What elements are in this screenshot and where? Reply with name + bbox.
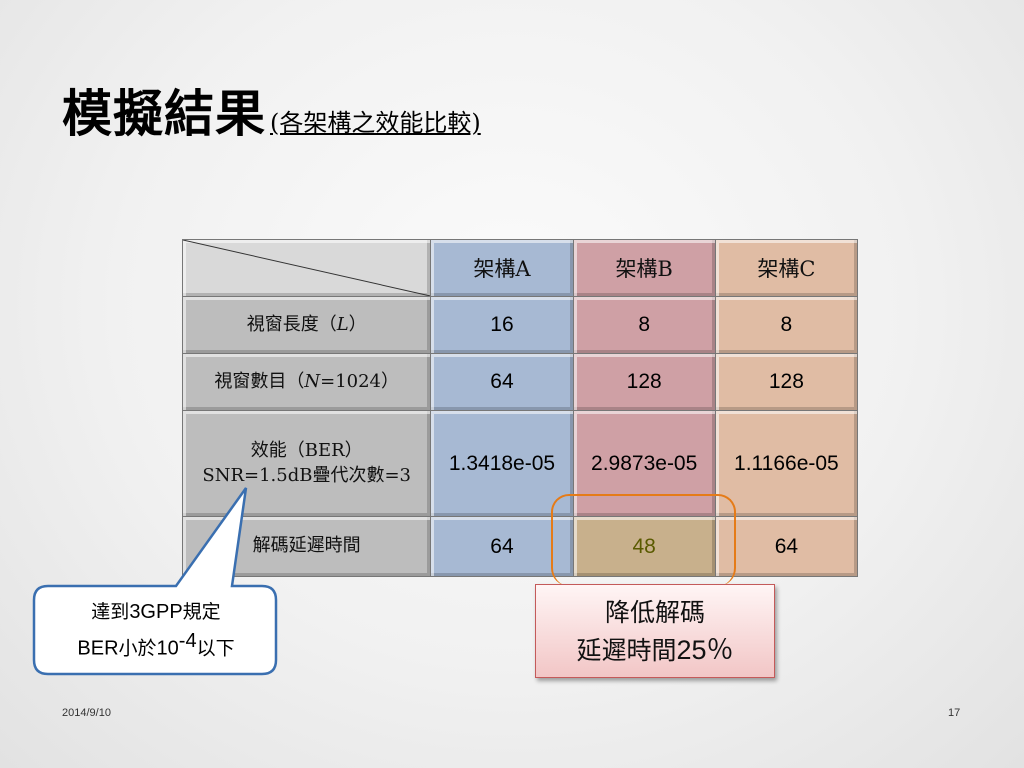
column-header-c: 架構C: [714, 239, 859, 297]
cell-b-decoding-latency: 48: [572, 516, 716, 577]
slide-title: 模擬結果(各架構之效能比較): [62, 74, 481, 146]
row-label-window-count: 視窗數目（N=1024）: [181, 353, 432, 411]
column-header-b: 架構B: [572, 239, 716, 297]
table-row: 解碼延遲時間 64 48 64: [181, 516, 859, 577]
title-subtitle: (各架構之效能比較): [270, 109, 481, 137]
row-label-window-length: 視窗長度（L）: [181, 296, 432, 354]
table-row: 效能（BER）SNR=1.5dB疊代次數=3 1.3418e-05 2.9873…: [181, 410, 859, 517]
comparison-table: 架構A 架構B 架構C 視窗長度（L） 16 8 8 視窗數目（N=1024） …: [181, 239, 859, 577]
cell-b-window-length: 8: [572, 296, 716, 354]
row-label-decoding-latency: 解碼延遲時間: [181, 516, 432, 577]
cell-b-window-count: 128: [572, 353, 716, 411]
cell-b-performance: 2.9873e-05: [572, 410, 716, 517]
cell-a-window-count: 64: [430, 353, 574, 411]
table-row: 視窗長度（L） 16 8 8: [181, 296, 859, 354]
page-number: 17: [948, 707, 961, 719]
latency-callout-line1: 降低解碼: [604, 598, 705, 627]
diagonal-line: [183, 240, 431, 296]
latency-callout-line2: 延遲時間25％: [576, 635, 734, 666]
cell-c-decoding-latency: 64: [714, 516, 859, 577]
column-header-a: 架構A: [430, 239, 574, 297]
cell-a-performance: 1.3418e-05: [430, 410, 574, 517]
cell-c-performance: 1.1166e-05: [714, 410, 859, 517]
row-label-performance: 效能（BER）SNR=1.5dB疊代次數=3: [181, 410, 432, 517]
cell-a-decoding-latency: 64: [430, 516, 574, 577]
footer-date: 2014/9/10: [62, 707, 111, 719]
cell-a-window-length: 16: [430, 296, 574, 354]
table-header-row: 架構A 架構B 架構C: [181, 239, 859, 297]
latency-reduction-callout: 降低解碼 延遲時間25％: [535, 584, 775, 678]
ber-callout-line1: 達到3GPP規定: [91, 601, 221, 623]
ber-callout-line2: BER小於10-4以下: [77, 630, 235, 660]
cell-c-window-count: 128: [714, 353, 859, 411]
ber-callout-text: 達到3GPP規定 BER小於10-4以下: [36, 598, 276, 663]
table-row: 視窗數目（N=1024） 64 128 128: [181, 353, 859, 411]
cell-c-window-length: 8: [714, 296, 859, 354]
table-corner-cell: [181, 239, 432, 297]
title-main: 模擬結果: [62, 84, 266, 143]
